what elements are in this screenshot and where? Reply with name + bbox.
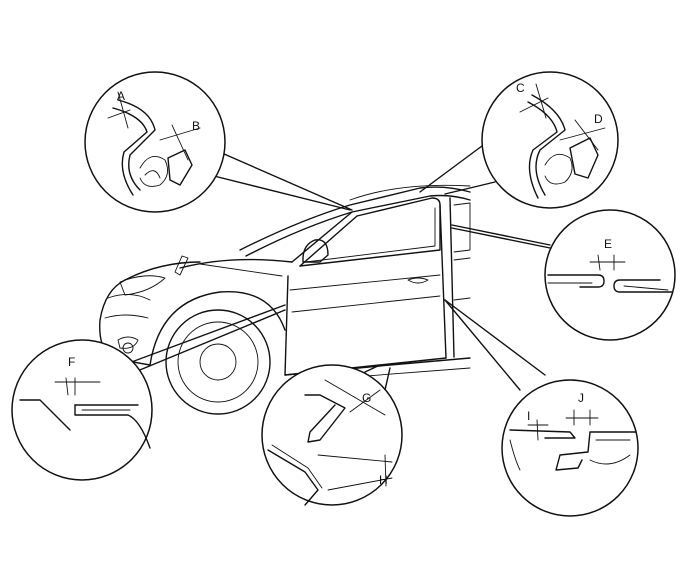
detail-circle-cd: C D (481, 71, 619, 209)
detail-circle-ij: I J (501, 379, 639, 517)
label-e: E (604, 237, 612, 251)
label-b: B (192, 119, 200, 133)
leader-lines (109, 139, 561, 391)
detail-circle-gh: G H (261, 364, 403, 506)
detail-circle-e: E (544, 209, 676, 341)
car-illustration (99, 184, 471, 415)
detail-circle-f: F (11, 339, 153, 481)
label-j: J (578, 391, 584, 405)
label-g: G (362, 391, 371, 405)
label-c: C (516, 81, 525, 95)
detail-circle-ab: A B (84, 71, 226, 213)
label-i: I (527, 409, 530, 423)
label-a: A (117, 89, 125, 103)
label-h: H (379, 473, 388, 487)
label-d: D (594, 112, 603, 126)
label-f: F (68, 355, 75, 369)
